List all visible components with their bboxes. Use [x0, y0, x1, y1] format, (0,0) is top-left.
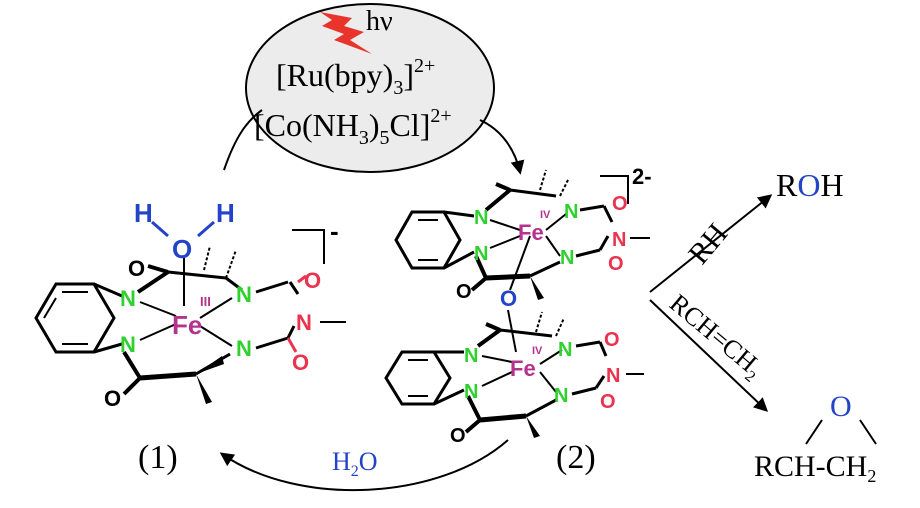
nitrogen-2h: N — [558, 339, 572, 361]
iron-oxidation-2b: IV — [532, 345, 543, 357]
nitrogen-1c: N — [236, 282, 252, 307]
cycle-arrow-bottom — [219, 439, 509, 492]
alkene-reagent: RCH=CH2 — [662, 288, 769, 385]
charge-bracket-2 — [600, 175, 629, 204]
complex-2-upper: Fe IV N N N N N O O O 2- — [394, 164, 652, 303]
epoxide-product: O RCH-CH2 — [754, 390, 877, 486]
charge-bracket-1 — [292, 229, 325, 264]
complex-1: H O H O O Fe III N N N N N O O - (1) — [34, 198, 346, 476]
nitrogen-2d: N — [560, 247, 574, 269]
complex1-charge: - — [330, 216, 339, 246]
benzene-ring-1 — [34, 282, 116, 354]
epoxide-label: RCH-CH2 — [754, 450, 876, 486]
water-label: H2O — [332, 447, 378, 480]
iron-oxidation-2a: IV — [540, 209, 551, 221]
nitrogen-2e: N — [612, 229, 626, 251]
nitrogen-2c: N — [564, 201, 578, 223]
arrow-to-alcohol — [649, 194, 773, 293]
water-o: O — [172, 234, 192, 264]
nitrogen-1e: N — [296, 310, 312, 335]
iron-oxidation-1: III — [200, 294, 211, 309]
bridging-oxo: O — [500, 286, 517, 311]
nitrogen-1b: N — [120, 332, 136, 357]
water-h-left: H — [134, 198, 153, 228]
nitrogen-1d: N — [236, 336, 252, 361]
iron-center-2b: Fe — [510, 356, 536, 381]
carbonyl-o-2c: O — [456, 281, 472, 303]
arrow-to-epoxide — [649, 299, 769, 412]
nitrogen-2a: N — [474, 207, 488, 229]
light-label: hν — [366, 6, 393, 37]
iron-center-2a: Fe — [518, 220, 544, 245]
nitrogen-1a: N — [120, 286, 136, 311]
rh-reagent: RH — [682, 217, 734, 270]
carbonyl-o-2f: O — [450, 425, 466, 447]
lightning-bolt-icon — [320, 12, 372, 54]
nitrogen-2i: N — [554, 385, 568, 407]
carbonyl-o-2a: O — [612, 193, 628, 215]
complex1-label: (1) — [138, 439, 178, 476]
carbonyl-o-2e: O — [600, 391, 616, 413]
ru-catalyst-label: [Ru(bpy)3]2+ — [276, 55, 435, 99]
iron-center-1: Fe — [172, 310, 202, 340]
carbonyl-o-1c: O — [304, 268, 321, 293]
carbonyl-o-1d: O — [292, 350, 309, 375]
carbonyl-o-top-1: O — [128, 256, 145, 281]
nitrogen-2b: N — [474, 243, 488, 265]
cycle-arrow-top — [223, 109, 263, 171]
co-oxidant-label: [Co(NH3)5Cl]2+ — [254, 105, 452, 149]
water-h-right: H — [216, 198, 235, 228]
nitrogen-2g: N — [464, 381, 478, 403]
complex2-label: (2) — [556, 439, 596, 476]
alcohol-product: ROH — [776, 167, 844, 203]
conditions-ellipse — [245, 3, 495, 173]
epoxide-oxygen: O — [830, 390, 852, 423]
carbonyl-o-2d: O — [604, 329, 620, 351]
complex-2-lower: Fe IV N N N N N O O O (2) — [384, 311, 644, 476]
cycle-arrow-top-right — [479, 119, 525, 175]
nitrogen-2f: N — [464, 345, 478, 367]
complex2-charge: 2- — [632, 164, 652, 189]
carbonyl-o-2b: O — [608, 253, 624, 275]
nitrogen-2j: N — [606, 365, 620, 387]
carbonyl-o-bottom-1: O — [104, 386, 121, 411]
